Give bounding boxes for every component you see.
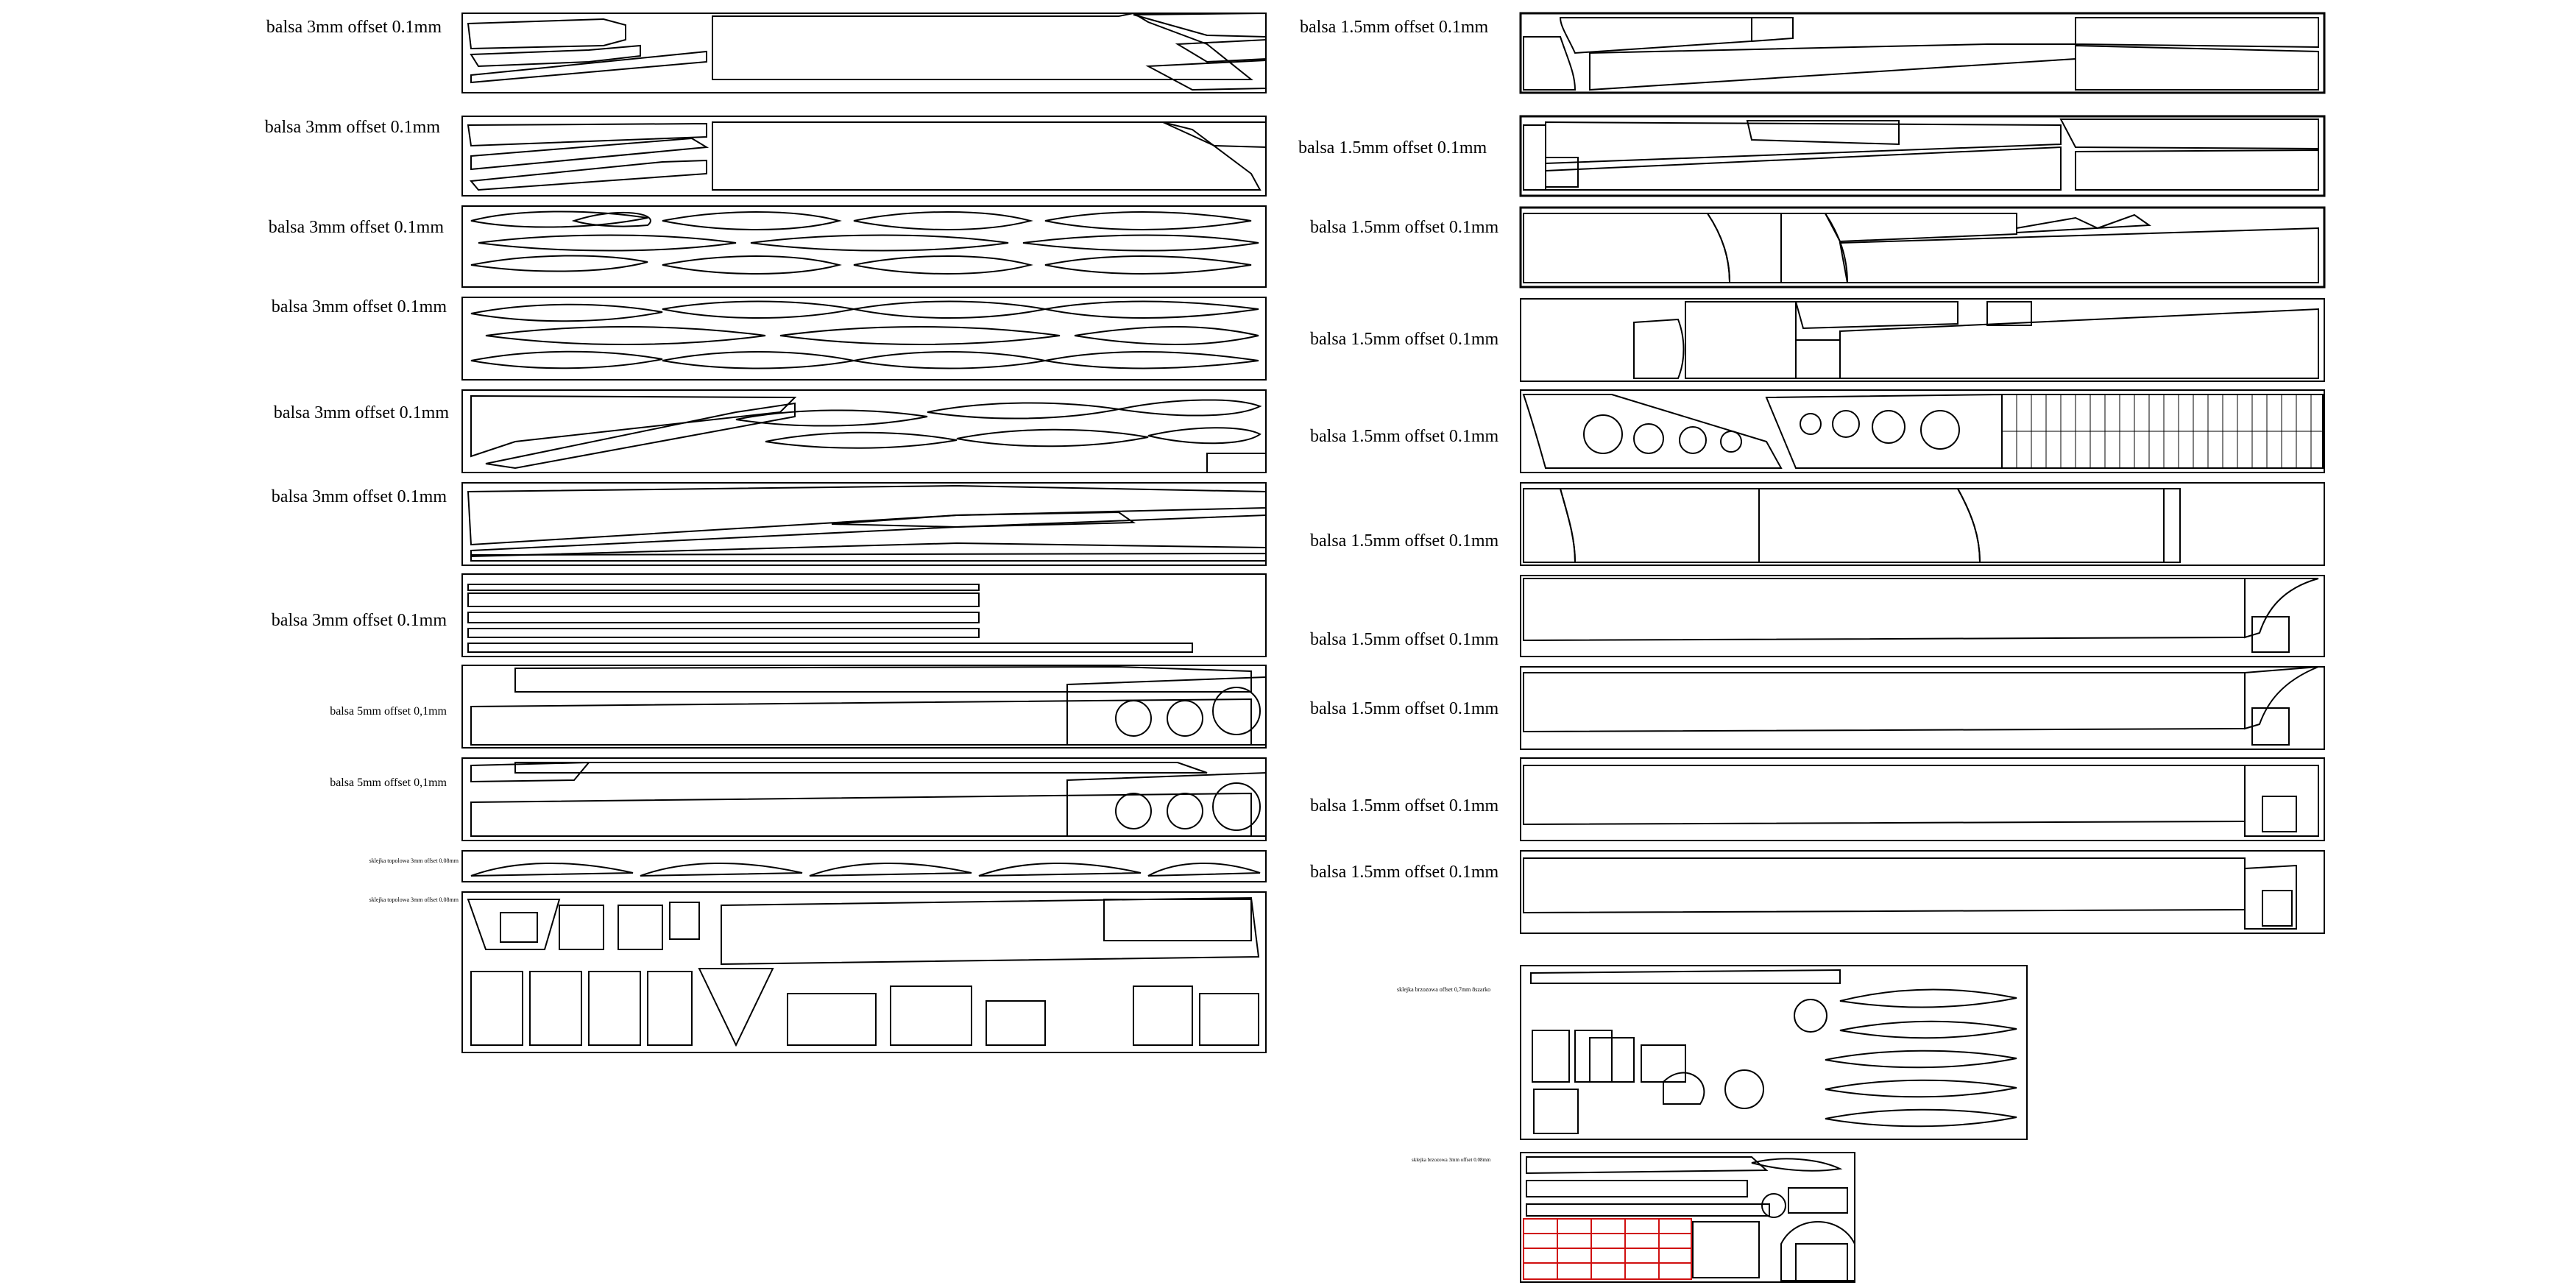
sheet-label: balsa 3mm offset 0.1mm [271, 487, 447, 506]
sheet-label: balsa 5mm offset 0,1mm [330, 705, 447, 718]
sheet-panel [461, 573, 1267, 657]
sheet-label: balsa 3mm offset 0.1mm [271, 297, 447, 316]
sheet-panel [461, 389, 1267, 473]
sheet-panel [461, 891, 1267, 1053]
sheet-panel [1520, 482, 2325, 566]
sheet-panel [461, 665, 1267, 749]
highlight-grid [1523, 1218, 1692, 1280]
sheet-label: balsa 3mm offset 0.1mm [266, 18, 442, 37]
sheet-label: balsa 1.5mm offset 0.1mm [1310, 218, 1499, 237]
sheet-label: balsa 1.5mm offset 0.1mm [1298, 138, 1487, 158]
sheet-panel [1520, 1152, 1855, 1283]
sheet-panel [1520, 965, 2028, 1140]
sheet-panel [1520, 298, 2325, 382]
sheet-label: sklejka brzozowa offset 0,7mm 8szarko [1397, 986, 1491, 993]
sheet-label: sklejka topolowa 3mm offset 0.08mm [369, 857, 459, 864]
sheet-label: balsa 1.5mm offset 0.1mm [1310, 699, 1499, 718]
sheet-panel [461, 757, 1267, 841]
sheet-label: sklejka brzozowa 3mm offset 0.08mm [1412, 1157, 1491, 1163]
sheet-label: balsa 1.5mm offset 0.1mm [1310, 427, 1499, 446]
sheet-label: balsa 1.5mm offset 0.1mm [1310, 531, 1499, 551]
sheet-panel [1520, 850, 2325, 934]
sheet-label: balsa 3mm offset 0.1mm [273, 403, 449, 422]
sheet-panel [461, 116, 1267, 197]
sheet-panel [1520, 389, 2325, 473]
sheet-label: balsa 1.5mm offset 0.1mm [1310, 863, 1499, 882]
sheet-panel [1519, 115, 2326, 197]
sheet-panel [461, 12, 1267, 93]
sheet-panel [461, 205, 1267, 288]
sheet-label: balsa 5mm offset 0,1mm [330, 776, 447, 789]
sheet-label: balsa 1.5mm offset 0.1mm [1310, 796, 1499, 815]
sheet-label: balsa 3mm offset 0.1mm [268, 218, 444, 237]
sheet-label: balsa 1.5mm offset 0.1mm [1310, 630, 1499, 649]
sheet-label: sklejka topolowa 3mm offset 0.08mm [369, 896, 459, 903]
sheet-panel [1519, 12, 2326, 94]
sheet-panel [1520, 666, 2325, 750]
sheet-panel [1520, 575, 2325, 657]
sheet-label: balsa 1.5mm offset 0.1mm [1300, 18, 1489, 37]
sheet-label: balsa 3mm offset 0.1mm [271, 611, 447, 630]
sheet-panel [1520, 757, 2325, 841]
sheet-label: balsa 3mm offset 0.1mm [264, 118, 440, 137]
sheet-panel [461, 297, 1267, 381]
sheet-panel [461, 850, 1267, 882]
sheet-panel [461, 482, 1267, 566]
sheet-label: balsa 1.5mm offset 0.1mm [1310, 330, 1499, 349]
sheet-panel [1519, 206, 2326, 289]
